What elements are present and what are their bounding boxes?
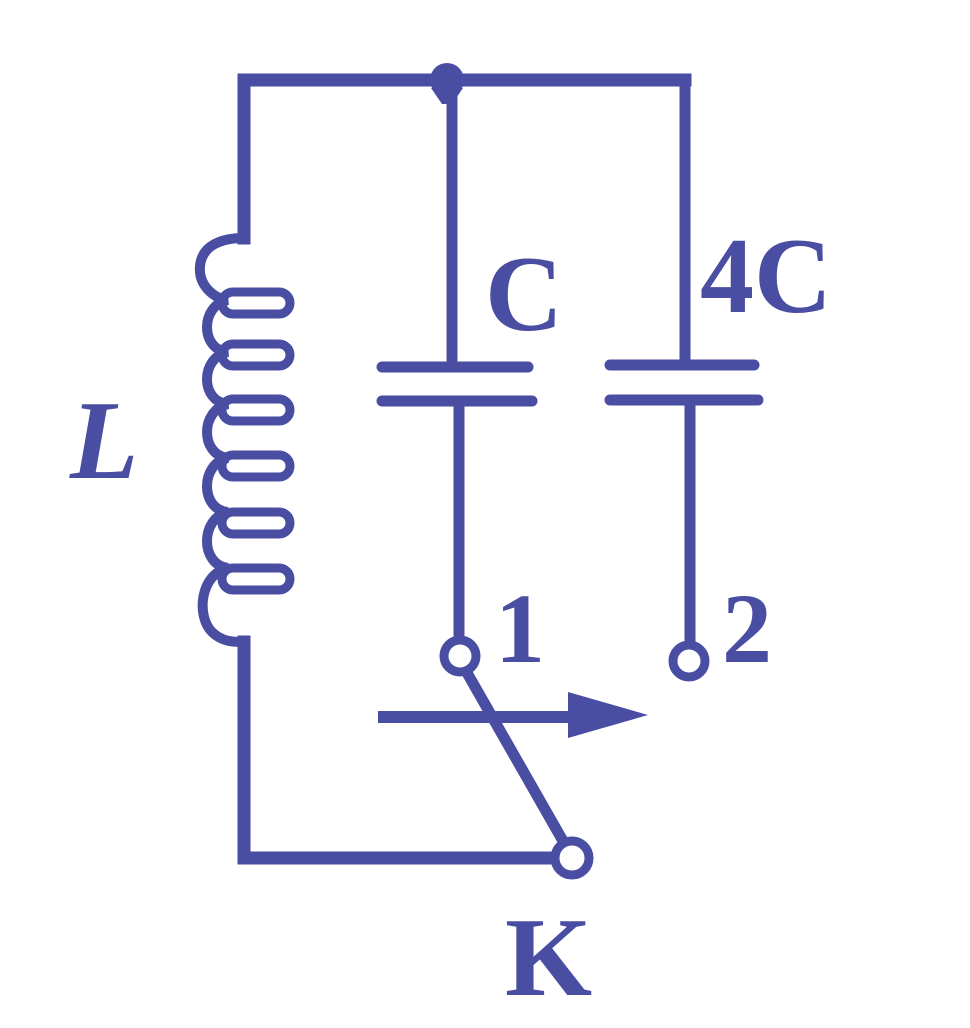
capacitor-4c-label: 4C (700, 217, 832, 336)
terminal-2-label: 2 (722, 573, 772, 684)
capacitor-4c (604, 359, 764, 406)
arrow-head-icon (568, 692, 648, 738)
wires (237, 73, 696, 865)
coil-loop-2 (217, 339, 295, 371)
junction-node (430, 63, 464, 104)
terminal-2-node (668, 640, 710, 682)
switch-direction-arrow (378, 692, 648, 738)
terminals (439, 635, 710, 880)
coil-loop-1 (217, 287, 295, 319)
switch-k-label: K (505, 896, 592, 1020)
capacitor-c (376, 361, 538, 407)
switch-blade (454, 656, 575, 856)
coil-loop-6 (217, 563, 295, 595)
inductor-coil (194, 232, 295, 648)
capacitor-c-label: C (485, 235, 563, 354)
terminal-1-label: 1 (495, 573, 545, 684)
coil-loop-4 (217, 450, 295, 482)
terminal-1-node (439, 635, 481, 677)
switch-pivot-node (550, 836, 594, 880)
switch-k (454, 656, 575, 856)
coil-loop-5 (217, 507, 295, 539)
inductor-label: L (69, 379, 138, 503)
coil-loop-3 (217, 394, 295, 426)
